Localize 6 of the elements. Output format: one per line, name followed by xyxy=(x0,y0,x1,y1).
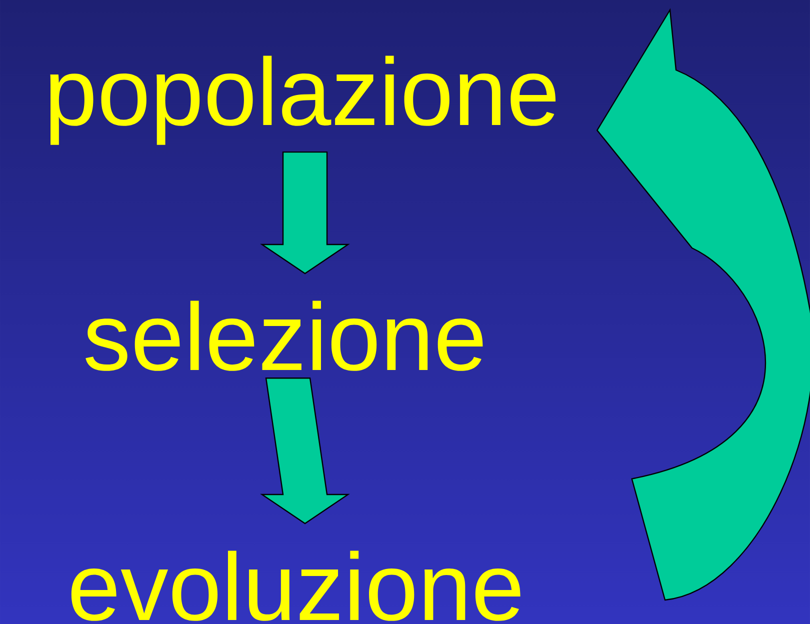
block-arrow xyxy=(260,378,350,524)
word-label: evoluzione xyxy=(71,550,520,621)
block-arrow xyxy=(260,151,350,274)
word-label: popolazione xyxy=(50,56,556,145)
word-label: selezione xyxy=(86,300,483,371)
block-arrow xyxy=(596,9,810,601)
